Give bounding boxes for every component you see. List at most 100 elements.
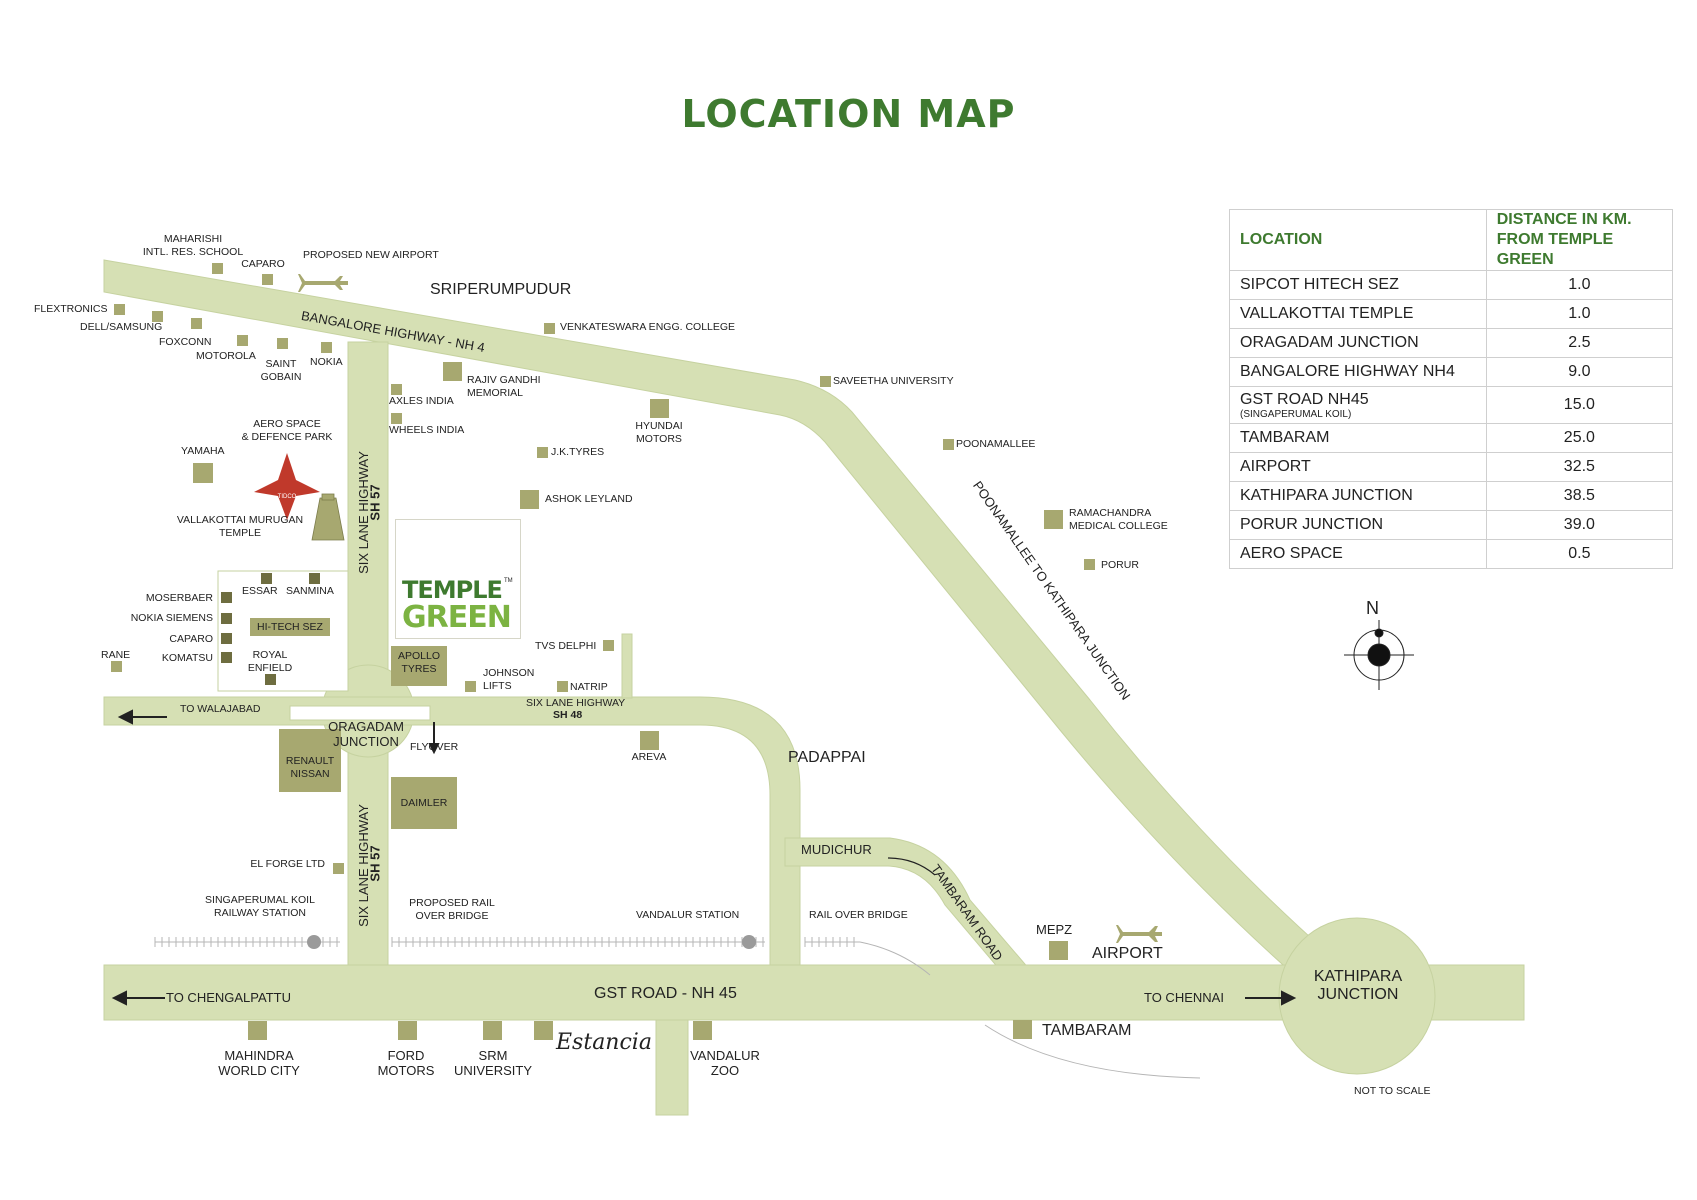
label-rane: RANE: [101, 649, 131, 661]
label-rajiv: RAJIV GANDHI MEMORIAL: [467, 374, 541, 399]
label-nokia-siemens: NOKIA SIEMENS: [130, 612, 213, 624]
label-yamaha: YAMAHA: [181, 445, 225, 457]
label-komatsu: KOMATSU: [161, 652, 213, 664]
label-ford: FORD MOTORS: [377, 1048, 435, 1078]
marker-mahindra: [248, 1021, 267, 1040]
label-foxconn: FOXCONN: [159, 336, 212, 348]
marker-foxconn: [191, 318, 202, 329]
label-poonamallee: POONAMALLEE: [956, 438, 1036, 450]
place-tambaram: TAMBARAM: [1042, 1022, 1132, 1039]
marker-nokia: [321, 342, 332, 353]
label-jk-tyres: J.K.TYRES: [551, 446, 605, 458]
compass-icon: [1344, 620, 1414, 690]
page-title: LOCATION MAP: [681, 92, 1016, 136]
label-johnson: JOHNSON LIFTS: [483, 667, 535, 692]
marker-ford: [398, 1021, 417, 1040]
arrow-icon: [111, 709, 1297, 1006]
row-location: VALLAKOTTAI TEMPLE: [1229, 299, 1487, 329]
marker-yamaha: [193, 463, 213, 483]
marker-poonamallee: [943, 439, 954, 450]
row-location: AERO SPACE: [1229, 539, 1487, 569]
marker-estancia: [534, 1021, 553, 1040]
marker-flextronics: [114, 304, 125, 315]
marker-komatsu: [221, 652, 232, 663]
label-proposed-airport: PROPOSED NEW AIRPORT: [303, 249, 439, 261]
place-padappai: PADAPPAI: [788, 749, 866, 766]
label-natrip: NATRIP: [570, 681, 608, 693]
label-moserbaer: MOSERBAER: [145, 592, 213, 604]
daimler-block: DAIMLER: [391, 777, 457, 829]
marker-mepz: [1049, 941, 1068, 960]
marker-dell: [152, 311, 163, 322]
row-distance: 1.0: [1485, 299, 1674, 329]
marker-el-forge: [333, 863, 344, 874]
marker-maharishi: [212, 263, 223, 274]
label-ashok: ASHOK LEYLAND: [545, 493, 633, 505]
label-el-forge: EL FORGE LTD: [250, 858, 325, 870]
marker-tvs: [603, 640, 614, 651]
label-porur: PORUR: [1101, 559, 1139, 571]
label-singaperumal: SINGAPERUMAL KOIL RAILWAY STATION: [205, 894, 315, 919]
label-areva: AREVA: [631, 751, 667, 763]
marker-rajiv: [443, 362, 462, 381]
place-airport: AIRPORT: [1092, 945, 1163, 962]
row-location: SIPCOT HITECH SEZ: [1229, 270, 1487, 300]
marker-hyundai: [650, 399, 669, 418]
sh48-road: [103, 696, 801, 966]
row-location: ORAGADAM JUNCTION: [1229, 328, 1487, 358]
label-saint-gobain: SAINT GOBAIN: [260, 358, 302, 383]
logo-word-temple: TEMPLE: [402, 576, 503, 604]
label-wheels: WHEELS INDIA: [389, 424, 465, 436]
label-estancia: Estancia: [556, 1030, 652, 1055]
row-distance: 39.0: [1485, 510, 1674, 540]
logo-word-green: GREEN: [402, 600, 512, 635]
marker-tambaram: [1013, 1020, 1032, 1039]
row-location: BANGALORE HIGHWAY NH4: [1229, 357, 1487, 387]
label-motorola: MOTOROLA: [196, 350, 256, 362]
label-hyundai: HYUNDAI MOTORS: [635, 420, 683, 445]
tvs-lane: [621, 633, 633, 699]
label-not-to-scale: NOT TO SCALE: [1354, 1085, 1431, 1097]
airplane-icon: [298, 274, 1162, 943]
label-rail-over-bridge: RAIL OVER BRIDGE: [809, 909, 908, 921]
label-caparo-top: CAPARO: [241, 258, 285, 270]
marker-jk-tyres: [537, 447, 548, 458]
label-caparo: CAPARO: [169, 633, 213, 645]
label-sh48: SH 48: [553, 709, 583, 721]
row-location: PORUR JUNCTION: [1229, 510, 1487, 540]
marker-essar: [261, 573, 272, 584]
hitech-sez-block: HI-TECH SEZ: [250, 618, 330, 636]
row-distance: 9.0: [1485, 357, 1674, 387]
marker-caparo-top: [262, 274, 273, 285]
svg-text:TIDCO: TIDCO: [278, 494, 297, 500]
label-vallakottai: VALLAKOTTAI MURUGAN TEMPLE: [176, 514, 304, 539]
table-header: LOCATION DISTANCE IN KM.FROM TEMPLE GREE…: [1229, 209, 1674, 271]
kathipara-roundabout: [1278, 917, 1436, 1075]
logo-tm: TM: [504, 578, 513, 584]
marker-natrip: [557, 681, 568, 692]
label-sanmina: SANMINA: [286, 585, 334, 597]
label-srm: SRM UNIVERSITY: [453, 1048, 533, 1078]
label-sh57-bottom: SH 57: [367, 845, 383, 882]
marker-ashok: [520, 490, 539, 509]
label-dell: DELL/SAMSUNG: [80, 321, 163, 333]
row-location: GST ROAD NH45(SINGAPERUMAL KOIL): [1229, 386, 1487, 424]
table-row: GST ROAD NH45(SINGAPERUMAL KOIL)15.0: [1229, 386, 1674, 424]
temple-gopuram-icon: [311, 493, 345, 541]
marker-johnson: [465, 681, 476, 692]
label-nokia: NOKIA: [310, 356, 343, 368]
marker-rane: [111, 661, 122, 672]
temple-green-logo: TEMPLE GREEN TM: [395, 519, 521, 639]
place-mepz: MEPZ: [1036, 922, 1073, 937]
place-oragadam: ORAGADAM JUNCTION: [328, 719, 404, 749]
marker-porur: [1084, 559, 1095, 570]
label-mahindra: MAHINDRA WORLD CITY: [218, 1048, 300, 1078]
marker-axles: [391, 384, 402, 395]
marker-vandalur-zoo: [693, 1021, 712, 1040]
place-sriperumpudur: SRIPERUMPUDUR: [430, 281, 572, 298]
